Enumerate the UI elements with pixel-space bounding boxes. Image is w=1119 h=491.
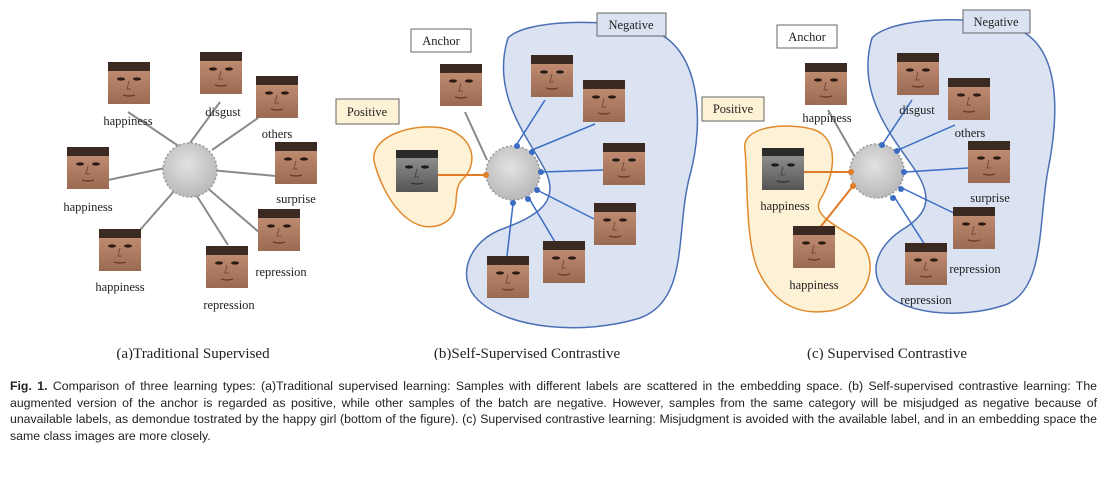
panel-a-edges bbox=[107, 101, 277, 247]
panel-a-face-7 bbox=[257, 208, 301, 252]
panel-a-hub bbox=[162, 142, 218, 198]
panel-a-face-8 bbox=[205, 245, 249, 289]
panel-b-anchor-box bbox=[410, 28, 472, 53]
panel-c: happiness disgust others surprise happin… bbox=[701, 9, 1056, 360]
panel-a-label-3: others bbox=[262, 127, 293, 141]
panel-b-positive-face bbox=[395, 149, 439, 193]
panel-c-anchor-face bbox=[804, 62, 848, 106]
panel-c-anchor-label: Anchor bbox=[788, 30, 826, 44]
panel-a-label-2: disgust bbox=[205, 105, 241, 119]
panel-b-anchor-face bbox=[439, 63, 483, 107]
panel-c-neg-face-1 bbox=[896, 52, 940, 96]
panel-c-label-2: disgust bbox=[899, 103, 935, 117]
panel-b-neg-face-2 bbox=[582, 79, 626, 123]
panel-c-positive-label: Positive bbox=[713, 102, 754, 116]
panel-a-face-2 bbox=[199, 51, 243, 95]
panel-b-positive-label: Positive bbox=[347, 105, 388, 119]
panel-a-face-6 bbox=[98, 228, 142, 272]
panel-b-positive-dot bbox=[483, 172, 489, 178]
panel-b-negative-label: Negative bbox=[608, 18, 654, 32]
panel-c-negative-box bbox=[962, 9, 1031, 34]
panel-c-positive-edges bbox=[803, 171, 854, 231]
panel-a: happiness disgust others happiness surpr… bbox=[63, 51, 318, 360]
panel-a-label-5: surprise bbox=[276, 192, 316, 206]
panel-b-negative-dots bbox=[510, 143, 544, 206]
figure-diagram: happiness disgust others happiness surpr… bbox=[63, 9, 1056, 360]
panel-c-neg-face-4 bbox=[952, 206, 996, 250]
panel-b-anchor-label: Anchor bbox=[422, 34, 460, 48]
panel-b-neg-face-5 bbox=[542, 240, 586, 284]
panel-c-label-7: repression bbox=[949, 262, 1001, 276]
panel-a-title: (a)Traditional Supervised bbox=[116, 346, 270, 360]
panel-c-anchor-edge bbox=[827, 109, 856, 158]
panel-a-label-8: repression bbox=[203, 298, 255, 312]
panel-a-label-7: repression bbox=[255, 265, 307, 279]
panel-c-label-8: repression bbox=[900, 293, 952, 307]
panel-a-face-3 bbox=[255, 75, 299, 119]
panel-a-face-5 bbox=[274, 141, 318, 185]
panel-c-negative-edges bbox=[881, 99, 969, 246]
caption-text: Comparison of three learning types: (a)T… bbox=[10, 379, 1097, 443]
panel-c-title: (c) Supervised Contrastive bbox=[807, 346, 967, 360]
panel-a-label-1: happiness bbox=[103, 114, 152, 128]
panel-b-title: (b)Self-Supervised Contrastive bbox=[434, 346, 621, 360]
panel-a-face-4 bbox=[66, 146, 110, 190]
panel-b-negative-edges bbox=[506, 99, 605, 257]
panel-b: Anchor Negative Positive (b)Self-Supervi… bbox=[335, 12, 699, 360]
panel-c-pos-face-2 bbox=[792, 225, 836, 269]
panel-c-label-5: happiness bbox=[760, 199, 809, 213]
panel-a-face-1 bbox=[107, 61, 151, 105]
panel-c-neg-face-3 bbox=[967, 140, 1011, 184]
caption-label: Fig. 1. bbox=[10, 379, 48, 393]
panel-c-label-4: surprise bbox=[970, 191, 1010, 205]
panel-c-label-1: happiness bbox=[802, 111, 851, 125]
panel-b-neg-face-3 bbox=[602, 142, 646, 186]
panel-c-negative-label: Negative bbox=[973, 15, 1019, 29]
panel-c-neg-face-2 bbox=[947, 77, 991, 121]
panel-b-neg-face-6 bbox=[486, 255, 530, 299]
panel-c-neg-face-5 bbox=[904, 242, 948, 286]
panel-b-positive-box bbox=[335, 98, 400, 125]
panel-a-label-6: happiness bbox=[95, 280, 144, 294]
panel-c-label-3: others bbox=[955, 126, 986, 140]
panel-c-positive-dots bbox=[848, 169, 856, 189]
panel-c-negative-dots bbox=[879, 142, 907, 201]
panel-b-negative-box bbox=[596, 12, 667, 37]
panel-c-positive-box bbox=[701, 96, 765, 122]
panel-a-label-4: happiness bbox=[63, 200, 112, 214]
panel-c-label-6: happiness bbox=[789, 278, 838, 292]
panel-c-anchor-box bbox=[776, 24, 838, 49]
panel-b-neg-face-4 bbox=[593, 202, 637, 246]
panel-c-pos-face-1 bbox=[761, 147, 805, 191]
panel-b-anchor-edge bbox=[464, 111, 488, 161]
figure-caption: Fig. 1. Comparison of three learning typ… bbox=[10, 378, 1097, 444]
panel-b-neg-face-1 bbox=[530, 54, 574, 98]
